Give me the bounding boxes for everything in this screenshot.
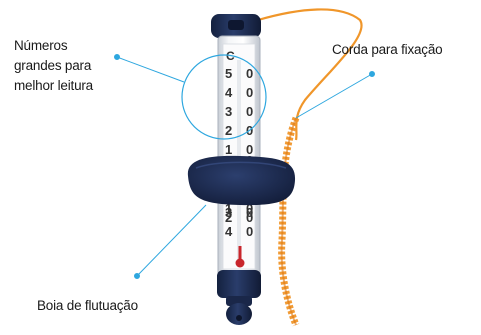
numbers-label-line3: melhor leitura <box>14 78 93 93</box>
right-digit: 0 <box>246 224 253 239</box>
right-digit: 0 <box>246 201 253 216</box>
float-callout-line <box>136 204 207 277</box>
callout-lines <box>114 54 375 279</box>
right-digit: 0 <box>246 104 253 119</box>
right-digit: 0 <box>246 205 253 220</box>
left-digit: 3 <box>225 205 232 220</box>
numbers-label-line1: Números <box>14 38 68 53</box>
float-buoy <box>187 155 296 206</box>
numbers-label: Números grandes para melhor leitura <box>14 36 124 96</box>
top-cap <box>211 14 261 38</box>
left-digit: 4 <box>225 85 233 100</box>
red-bulb <box>235 246 245 268</box>
cord-callout-line <box>295 73 373 119</box>
left-digit: 4 <box>225 224 233 239</box>
cord-label: Corda para fixação <box>332 42 443 57</box>
left-digit: 1 <box>225 201 232 216</box>
numbers-highlight-circle <box>181 54 267 140</box>
right-digit: 0 <box>246 142 253 157</box>
left-digit: 3 <box>225 104 232 119</box>
numbers-label-line2: grandes para <box>14 58 92 73</box>
float-callout-dot <box>134 273 140 279</box>
float-label: Boia de flutuação <box>37 298 138 313</box>
cord-callout-dot <box>369 71 375 77</box>
numbers-callout-dot <box>114 54 120 60</box>
left-digit: 2 <box>225 123 232 138</box>
numbers-callout-line <box>116 56 185 83</box>
left-digit: 5 <box>225 66 232 81</box>
left-digit: 1 <box>225 142 232 157</box>
right-digit: 0 <box>246 85 253 100</box>
left-digit: 2 <box>225 210 232 225</box>
right-digit: 0 <box>246 66 253 81</box>
right-digit: 0 <box>246 210 253 225</box>
bottom-cap <box>217 270 261 325</box>
